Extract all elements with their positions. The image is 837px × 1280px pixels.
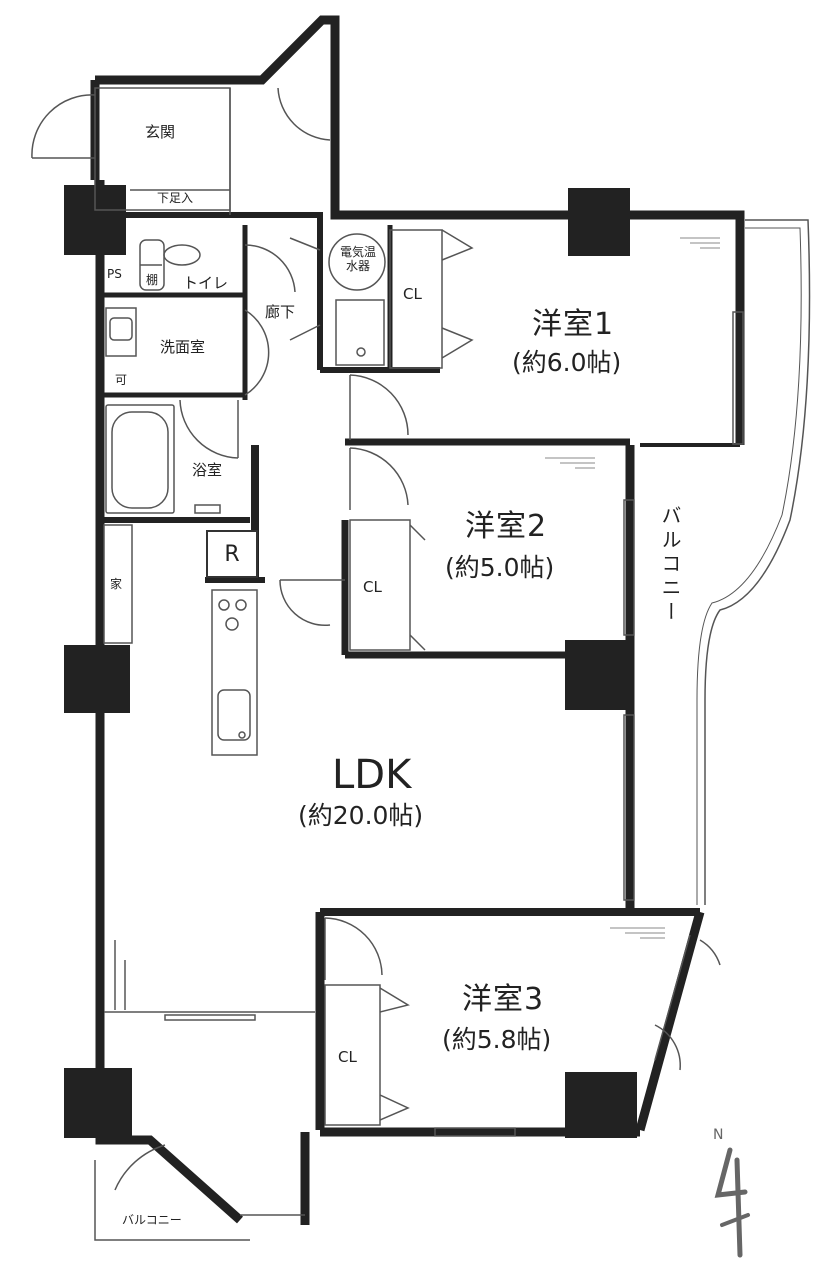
appliance-label: 家 [110,577,123,591]
shoe-storage-label: 下足入 [157,191,194,205]
ldk-area: (約20.0帖) [298,801,424,830]
ldk-name: LDK [332,752,412,798]
columns [64,185,637,1138]
aircon-marks [545,237,720,939]
ps-label: PS [107,267,122,281]
hallway-label: 廊下 [265,303,296,321]
cl3-label: CL [338,1048,357,1066]
entrance-label: 玄関 [145,123,176,141]
western2-name: 洋室2 [465,509,548,544]
thin-lines [31,87,811,1258]
western2-area: (約5.0帖) [445,553,555,582]
western3-name: 洋室3 [462,982,545,1017]
cl2-label: CL [363,578,382,596]
balcony-south-label: バルコニー [122,1213,182,1227]
cl1-label: CL [403,285,422,303]
washroom-small-label: 可 [115,373,128,387]
balcony-east-label: バルコニー [658,505,682,625]
toilet-label: トイレ [183,274,229,292]
western1-name: 洋室1 [532,307,615,342]
western1-area: (約6.0帖) [512,348,622,377]
western3-area: (約5.8帖) [442,1025,552,1054]
refrigerator-label: R [206,530,258,578]
water-heater-label: 電気温水器 [339,245,376,274]
washroom-label: 洗面室 [160,338,206,356]
compass-north-label: N [713,1127,724,1143]
bathroom-label: 浴室 [192,461,223,479]
toilet-cabinet-label: 棚 [146,273,159,287]
